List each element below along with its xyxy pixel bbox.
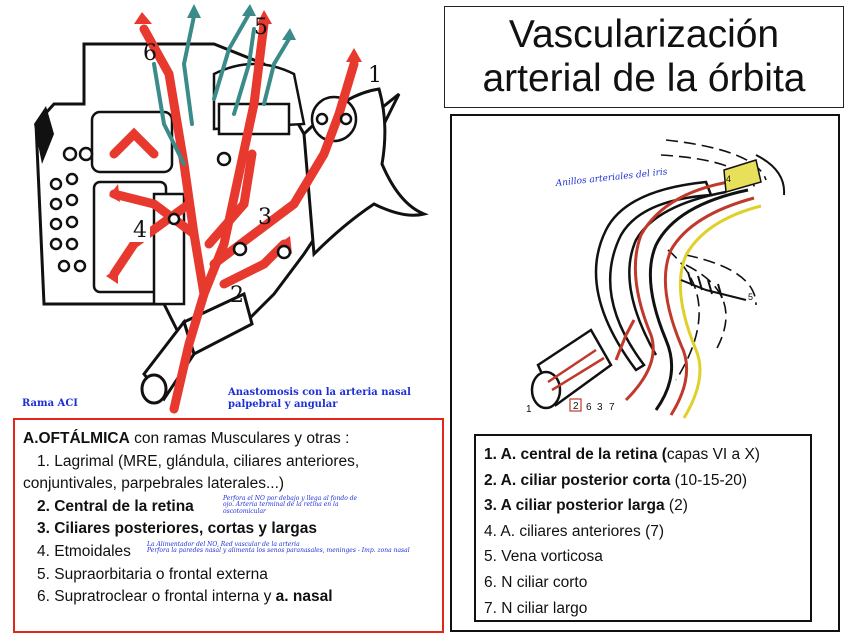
label-2: 2 xyxy=(230,283,244,308)
handwritten-note-4: La Alimentador del NO, Red vascular de l… xyxy=(147,540,437,555)
list-item-3: 3. Ciliares posteriores, cortas y largas xyxy=(23,518,436,541)
list-item-2-label: 2. Central de la retina xyxy=(37,497,194,515)
legend-item-7: 7. N ciliar largo xyxy=(484,599,588,617)
list-item-3-label: 3. Ciliares posteriores, cortas y largas xyxy=(37,520,317,538)
right-label-4: 4 xyxy=(726,174,731,184)
orbital-veins xyxy=(152,12,291,166)
heading-bold: A.OFTÁLMICA xyxy=(23,430,130,447)
caption-anastomosis-line-1: Anastomosis con la arteria nasal xyxy=(228,387,411,398)
optic-nerve xyxy=(140,291,254,405)
list-item-6: 6. Supratroclear o frontal interna y a. … xyxy=(23,586,436,609)
list-item-1-line-1: 1. Lagrimal (MRE, glándula, ciliares ant… xyxy=(37,452,360,470)
legend-item-2-rest: (10-15-20) xyxy=(670,471,748,489)
list-item-4-label: 4. Etmoidales xyxy=(37,542,131,560)
label-4-bg xyxy=(130,216,150,242)
title-line-1: Vascularización xyxy=(508,13,780,56)
note-4-line-2: Perfora la paredes nasal y alimenta los … xyxy=(147,547,410,555)
list-item-6-prefix: 6. Supratroclear o frontal interna y xyxy=(37,588,276,606)
right-label-3: 3 xyxy=(597,402,603,413)
eye-vascular-panel xyxy=(450,114,840,632)
list-heading: A.OFTÁLMICA con ramas Musculares y otras… xyxy=(23,428,436,451)
legend-item-3-rest: (2) xyxy=(664,497,688,515)
note-4-line-1: La Alimentador del NO, Red vascular de l… xyxy=(147,540,300,548)
left-dark-edge xyxy=(34,106,54,164)
legend-item-4: 4. A. ciliares anteriores (7) xyxy=(484,522,665,540)
label-4: 4 xyxy=(133,218,147,243)
list-item-4: 4. Etmoidales La Alimentador del NO, Red… xyxy=(23,541,436,564)
list-item-6-bold: a. nasal xyxy=(275,588,333,606)
note-2-line-3: oscotomicular xyxy=(223,507,266,515)
foramina xyxy=(62,112,353,260)
list-item-1-line-2: conjuntivales, parpebrales laterales...) xyxy=(23,475,285,493)
optic-nerve-stump xyxy=(530,319,636,410)
handwritten-iris-label: Anillos arteriales del iris xyxy=(554,167,668,189)
legend-item-2-bold: 2. A. ciliar posterior corta xyxy=(484,471,671,489)
ophthalmic-branches-list: A.OFTÁLMICA con ramas Musculares y otras… xyxy=(13,418,444,633)
caption-anastomosis-line-2: palpebral y angular xyxy=(228,399,338,410)
vein-arrowheads xyxy=(187,4,296,40)
legend-item-1-rest: capas VI a X) xyxy=(666,446,760,463)
legend-item-3: 3. A ciliar posterior larga (2) xyxy=(484,493,804,519)
eyeball-vascular-diagram: Anillos arteriales del iris 1 2 6 3 7 4 … xyxy=(526,139,786,419)
label-1: 1 xyxy=(368,63,382,88)
legend-item-5: 5. Vena vorticosa xyxy=(484,548,603,566)
legend-item-3-bold: 3. A ciliar posterior larga xyxy=(484,497,665,515)
right-label-2-box xyxy=(569,398,582,412)
title-line-2: arterial de la órbita xyxy=(482,57,806,100)
right-label-7: 7 xyxy=(609,402,615,413)
legend-item-2: 2. A. ciliar posterior corta (10-15-20) xyxy=(484,468,804,494)
choroid-vessels xyxy=(624,178,762,419)
note-2-line-2: ojo. Arteria terminal de la retina en la xyxy=(223,501,339,509)
list-item-2: 2. Central de la retina Perfora el NO po… xyxy=(23,494,436,519)
title-box: Vascularización arterial de la órbita xyxy=(444,6,844,108)
orbit-vascular-illustration: 6 5 1 4 3 2 xyxy=(34,4,429,414)
label-5: 5 xyxy=(254,15,268,40)
label-3: 3 xyxy=(258,205,272,230)
sclera-inner xyxy=(628,190,727,356)
vortex-vein xyxy=(680,271,747,301)
sclera-wall xyxy=(594,180,713,372)
right-label-2: 2 xyxy=(573,401,579,412)
handwritten-note-2: Perfora el NO por debajo y llega al fond… xyxy=(223,494,413,516)
caption-anastomosis: Anastomosis con la arteria nasal palpebr… xyxy=(228,387,411,411)
legend-item-6: 6. N ciliar corto xyxy=(484,573,588,591)
ciliary-body xyxy=(723,154,786,196)
note-2-line-1: Perfora el NO por debajo y llega al fond… xyxy=(223,494,358,502)
caption-rama-aci: Rama ACI xyxy=(22,398,78,409)
vessel-legend: 1. A. central de la retina (capas VI a X… xyxy=(474,434,812,622)
label-6: 6 xyxy=(143,41,157,66)
heading-rest: con ramas Musculares y otras : xyxy=(129,430,350,447)
right-label-6: 6 xyxy=(586,402,592,413)
legend-item-1-bold: 1. A. central de la retina ( xyxy=(484,446,667,463)
right-label-1: 1 xyxy=(526,404,532,415)
right-label-5: 5 xyxy=(748,292,753,302)
legend-item-1: 1. A. central de la retina (capas VI a X… xyxy=(484,442,804,468)
list-item-5: 5. Supraorbitaria o frontal externa xyxy=(37,565,268,583)
